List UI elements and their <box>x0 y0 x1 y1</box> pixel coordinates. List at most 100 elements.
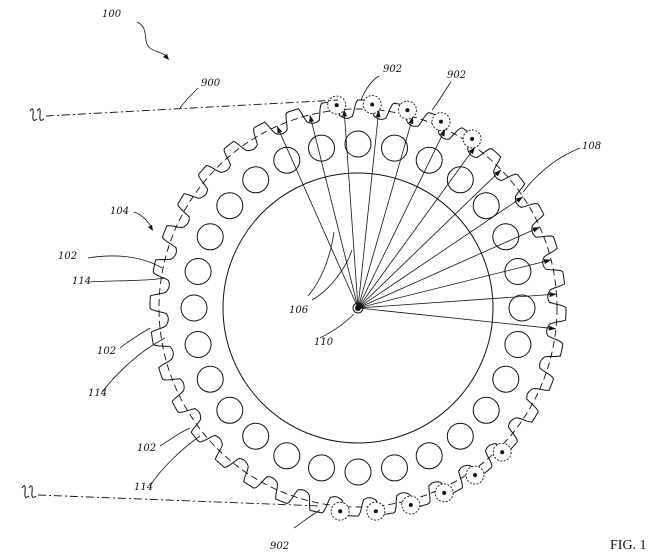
ref-108: 108 <box>582 141 601 152</box>
radial-arrow <box>357 146 476 309</box>
leader-104-arrow <box>148 225 153 231</box>
chain-line-top <box>45 99 339 117</box>
roller-center-dot <box>334 103 339 108</box>
break-mark-bottom <box>21 485 37 498</box>
roller-center-dot <box>470 136 475 141</box>
ref-100: 100 <box>102 9 122 20</box>
hole <box>344 130 372 158</box>
hole <box>196 223 224 251</box>
ref-114-a: 114 <box>72 276 91 287</box>
ref-114-c: 114 <box>134 482 153 493</box>
ref-104: 104 <box>110 206 129 217</box>
ref-114-b: 114 <box>88 388 107 399</box>
radial-arrow <box>357 169 502 309</box>
hub-circle <box>222 172 494 444</box>
chain-roller-points <box>327 95 512 521</box>
hole <box>196 365 224 393</box>
roller-center-dot <box>408 503 413 507</box>
hole <box>273 442 301 470</box>
sprocket-tooth-profile <box>149 99 567 517</box>
pitch-circle <box>158 108 558 508</box>
roller-center-dot <box>439 119 443 124</box>
radial-arrow <box>357 110 380 309</box>
radial-arrows <box>276 109 557 331</box>
radial-arrow <box>343 109 359 309</box>
hole <box>216 192 244 220</box>
figure-caption: FIG. 1 <box>610 538 647 553</box>
hole <box>446 422 474 450</box>
leader-110 <box>319 313 355 339</box>
hole <box>308 454 335 482</box>
radial-arrow <box>357 116 414 309</box>
hole <box>242 166 270 194</box>
leader-900 <box>179 87 199 109</box>
leader-902-bottom <box>293 509 321 529</box>
leader-114-a <box>89 277 166 283</box>
radial-arrow-head <box>494 169 502 177</box>
hole <box>184 258 212 285</box>
radial-arrow-head <box>532 227 540 233</box>
roller-center-dot <box>500 450 505 455</box>
ref-102-c: 102 <box>137 443 156 454</box>
roller-center-dot <box>442 490 447 495</box>
radial-arrow-head <box>549 292 557 298</box>
hole <box>472 192 500 220</box>
hole <box>180 294 208 322</box>
hole <box>308 134 335 162</box>
chain-line-bottom <box>37 494 321 507</box>
leader-104 <box>133 211 153 229</box>
hole <box>381 134 408 162</box>
radial-arrow-head <box>439 129 446 137</box>
radial-arrow-head <box>543 259 552 264</box>
radial-arrow-head <box>515 196 523 203</box>
ref-902-bottom: 902 <box>270 541 289 552</box>
radial-arrow-head <box>277 126 283 134</box>
leader-102-a <box>87 255 163 269</box>
roller-center-dot <box>473 473 477 478</box>
ref-106: 106 <box>289 305 309 316</box>
roller-center-dot <box>405 108 410 113</box>
leader-100-arrow <box>163 54 169 60</box>
radial-arrow <box>357 128 446 309</box>
leader-106-a <box>307 231 335 297</box>
break-mark-top <box>29 108 45 121</box>
hole <box>415 442 443 470</box>
ref-102-a: 102 <box>58 251 77 262</box>
hole <box>184 331 212 358</box>
radial-arrow-head <box>309 114 314 123</box>
center-point <box>352 302 364 314</box>
leader-108 <box>522 147 581 193</box>
hole <box>508 294 536 322</box>
radial-arrow-head <box>408 116 414 125</box>
ref-900: 900 <box>201 78 221 89</box>
leader-102-b <box>119 327 151 349</box>
radial-arrow <box>309 114 359 309</box>
leader-102-c <box>159 427 191 447</box>
leader-114-c <box>149 435 201 487</box>
radial-arrow <box>276 126 359 309</box>
leader-902-top-left <box>360 75 380 101</box>
roller-center-dot <box>373 509 378 514</box>
hole-ring <box>180 130 536 486</box>
hole <box>344 458 372 486</box>
hole <box>472 396 500 424</box>
radial-arrow <box>357 226 540 309</box>
ref-110: 110 <box>314 337 334 348</box>
radial-arrow-head <box>342 109 348 117</box>
leader-100 <box>136 21 169 59</box>
ref-902-top-left: 902 <box>383 64 402 75</box>
hole <box>504 258 532 285</box>
ref-102-b: 102 <box>97 346 116 357</box>
leader-114-b <box>101 337 166 393</box>
ref-902-top-right: 902 <box>447 70 466 81</box>
hole <box>504 331 532 358</box>
radial-arrow <box>357 196 524 309</box>
radial-arrow-head <box>468 147 475 155</box>
hole <box>415 146 443 174</box>
radial-arrow-head <box>375 110 381 118</box>
hole <box>492 365 520 393</box>
hole <box>242 422 270 450</box>
roller-center-dot <box>338 509 343 514</box>
radial-arrow <box>357 259 552 309</box>
